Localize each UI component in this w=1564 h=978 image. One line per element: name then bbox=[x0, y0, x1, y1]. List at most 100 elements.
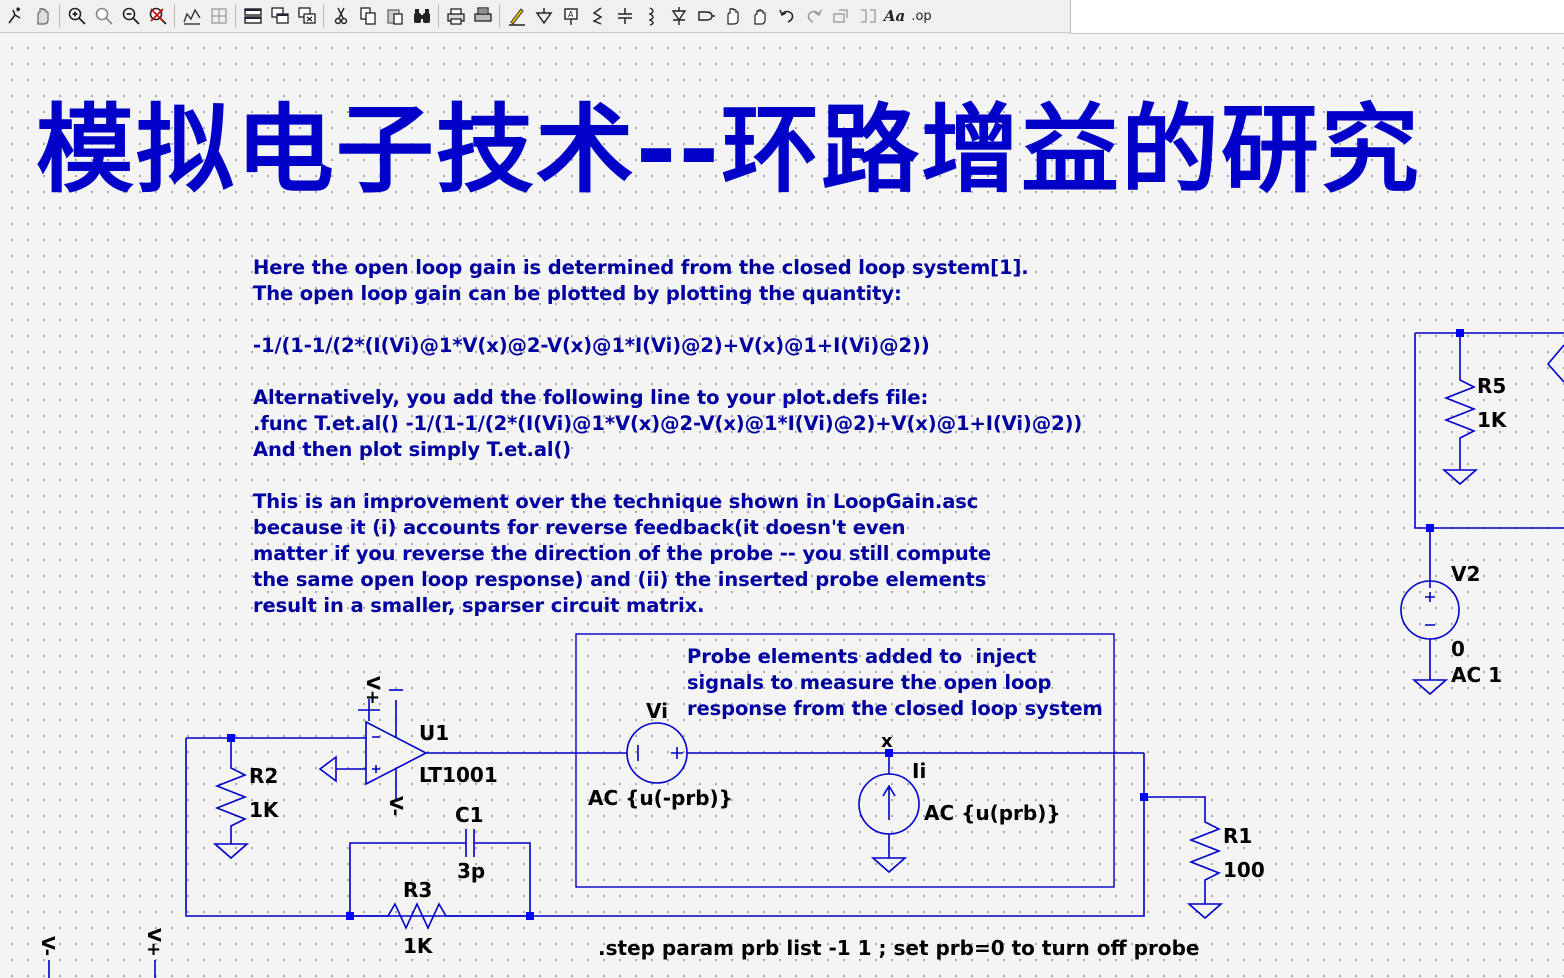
r5-name-label[interactable]: R5 bbox=[1477, 374, 1507, 398]
ground-symbol bbox=[1186, 903, 1224, 920]
text-icon[interactable]: Aa bbox=[883, 7, 906, 25]
print-preview-icon[interactable] bbox=[469, 3, 496, 30]
wire bbox=[185, 738, 1145, 917]
u1-pin-marks bbox=[372, 736, 380, 773]
ground-symbol bbox=[212, 843, 250, 860]
ii-value-label[interactable]: AC {u(prb)} bbox=[924, 801, 1061, 825]
u1-name-label[interactable]: U1 bbox=[419, 721, 450, 745]
zoom-in-icon[interactable] bbox=[63, 3, 90, 30]
ground-symbol bbox=[1441, 469, 1479, 486]
v2-ac-label[interactable]: AC 1 bbox=[1451, 663, 1503, 687]
v2-symbol[interactable] bbox=[1400, 580, 1460, 640]
c1-name-label[interactable]: C1 bbox=[455, 803, 484, 827]
capacitor-icon[interactable] bbox=[611, 3, 638, 30]
r2-symbol[interactable] bbox=[214, 760, 248, 844]
ii-arrow bbox=[882, 784, 896, 820]
explanation-note[interactable]: Here the open loop gain is determined fr… bbox=[253, 256, 1083, 617]
r1-value-label[interactable]: 100 bbox=[1223, 858, 1265, 882]
toolbar-separator bbox=[323, 4, 324, 28]
supply-vplus-label: V+ bbox=[143, 928, 164, 958]
run-icon[interactable] bbox=[2, 3, 29, 30]
r1-name-label[interactable]: R1 bbox=[1223, 824, 1253, 848]
toolbar-separator bbox=[438, 4, 439, 28]
diode-icon[interactable] bbox=[665, 3, 692, 30]
ground-icon[interactable] bbox=[530, 3, 557, 30]
find-icon[interactable] bbox=[408, 3, 435, 30]
supply-wires bbox=[48, 960, 156, 978]
u1-vminus-label: V- bbox=[385, 796, 406, 817]
ground-symbol bbox=[870, 857, 908, 874]
u1-vplus-label: V+ bbox=[362, 676, 383, 706]
probe-note[interactable]: Probe elements added to inject signals t… bbox=[687, 645, 1103, 720]
probe-annotation-box bbox=[575, 633, 1115, 888]
autorange-icon[interactable] bbox=[178, 3, 205, 30]
r3-name-label[interactable]: R3 bbox=[403, 878, 433, 902]
toolbar-separator bbox=[499, 4, 500, 28]
junction-node bbox=[1426, 524, 1434, 532]
paste-icon[interactable] bbox=[381, 3, 408, 30]
wire bbox=[349, 842, 531, 916]
close-all-icon[interactable] bbox=[293, 3, 320, 30]
u1-model-label[interactable]: LT1001 bbox=[419, 763, 498, 787]
cut-icon[interactable] bbox=[327, 3, 354, 30]
c1-value-label[interactable]: 3p bbox=[457, 859, 486, 883]
tile-horizontal-icon[interactable] bbox=[239, 3, 266, 30]
undo-icon[interactable] bbox=[773, 3, 800, 30]
zoom-out-icon[interactable] bbox=[117, 3, 144, 30]
zoom-pan-icon[interactable] bbox=[90, 3, 117, 30]
cascade-icon[interactable] bbox=[266, 3, 293, 30]
schematic-canvas[interactable] bbox=[0, 34, 1564, 978]
v2-dc-label[interactable]: 0 bbox=[1451, 637, 1465, 661]
r1-symbol[interactable] bbox=[1188, 815, 1222, 904]
vi-name-label[interactable]: Vi bbox=[646, 699, 668, 723]
r2-name-label[interactable]: R2 bbox=[249, 764, 279, 788]
label-net-icon[interactable]: A bbox=[557, 3, 584, 30]
copy-icon[interactable] bbox=[354, 3, 381, 30]
move-icon[interactable] bbox=[719, 3, 746, 30]
rotate-icon[interactable] bbox=[827, 3, 854, 30]
ground-symbol bbox=[1411, 679, 1449, 696]
ii-name-label[interactable]: Ii bbox=[912, 759, 927, 783]
u1-reference-port bbox=[318, 755, 366, 783]
component-icon[interactable] bbox=[692, 3, 719, 30]
page-title: 模拟电子技术--环路增益的研究 bbox=[36, 94, 1421, 206]
junction-node bbox=[1456, 329, 1464, 337]
svg-text:A: A bbox=[568, 10, 574, 19]
toolbar-separator bbox=[59, 4, 60, 28]
mirror-icon[interactable] bbox=[854, 3, 881, 30]
r5-symbol[interactable] bbox=[1443, 372, 1477, 470]
vi-value-label[interactable]: AC {u(-prb)} bbox=[588, 786, 733, 810]
halt-icon[interactable] bbox=[29, 3, 56, 30]
wire bbox=[1414, 332, 1564, 529]
r2-value-label[interactable]: 1K bbox=[249, 798, 279, 822]
inductor-icon[interactable] bbox=[638, 3, 665, 30]
junction-node bbox=[526, 912, 534, 920]
drag-icon[interactable] bbox=[746, 3, 773, 30]
redo-icon[interactable] bbox=[800, 3, 827, 30]
vi-symbol[interactable] bbox=[626, 722, 688, 784]
zoom-fit-icon[interactable] bbox=[144, 3, 171, 30]
junction-node bbox=[1140, 793, 1148, 801]
r3-value-label[interactable]: 1K bbox=[403, 934, 433, 958]
v2-name-label[interactable]: V2 bbox=[1451, 562, 1481, 586]
step-directive[interactable]: .step param prb list -1 1 ; set prb=0 to… bbox=[598, 936, 1200, 960]
spice-directive-icon[interactable]: .op bbox=[911, 8, 932, 24]
r5-value-label[interactable]: 1K bbox=[1477, 408, 1507, 432]
junction-node bbox=[227, 734, 235, 742]
wire bbox=[1144, 796, 1206, 815]
toolbar-separator bbox=[235, 4, 236, 28]
junction-node bbox=[885, 749, 893, 757]
offscreen-component bbox=[1546, 344, 1564, 383]
r3-symbol[interactable] bbox=[350, 902, 530, 930]
print-icon[interactable] bbox=[442, 3, 469, 30]
c1-symbol[interactable] bbox=[462, 829, 478, 857]
vi-polarity bbox=[637, 745, 683, 761]
grid-icon[interactable] bbox=[205, 3, 232, 30]
toolbar: A Aa .op bbox=[0, 0, 1070, 33]
v2-polarity bbox=[1425, 592, 1435, 626]
draw-wire-icon[interactable] bbox=[503, 3, 530, 30]
resistor-icon[interactable] bbox=[584, 3, 611, 30]
toolbar-separator bbox=[174, 4, 175, 28]
net-label-x[interactable]: x bbox=[881, 731, 893, 752]
